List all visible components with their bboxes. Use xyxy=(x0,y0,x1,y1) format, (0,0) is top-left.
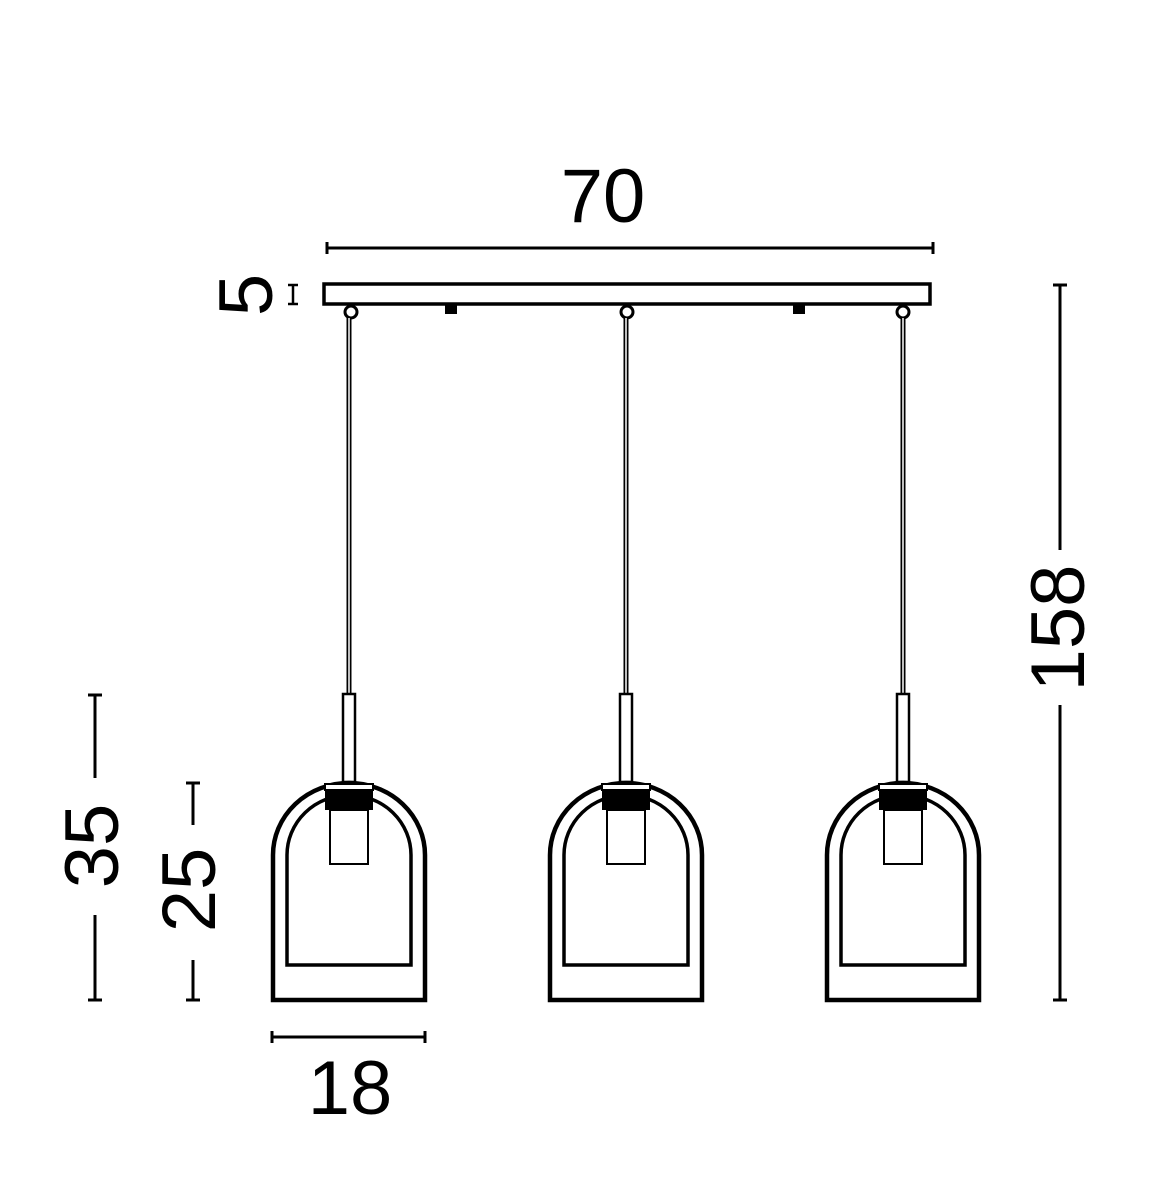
dimension-label-25: 25 xyxy=(147,848,232,933)
pendant-left xyxy=(273,318,425,1000)
dimension-shade-width-18: 18 xyxy=(270,1031,427,1131)
canopy xyxy=(322,282,932,320)
dimension-label-158: 158 xyxy=(1016,565,1101,692)
dimension-label-70: 70 xyxy=(561,154,646,239)
dimension-overall-height-158: 158 xyxy=(1016,283,1101,1002)
dimension-canopy-height-5: 5 xyxy=(204,274,298,316)
dimension-shade-height-35: 35 xyxy=(50,693,135,1002)
pendant-center xyxy=(550,318,702,1000)
screw-icon xyxy=(445,305,457,314)
pendant-right xyxy=(827,318,979,1000)
dimension-label-5: 5 xyxy=(204,274,289,316)
screw-icon xyxy=(793,305,805,314)
dimension-width-70: 70 xyxy=(325,154,935,254)
dimension-glass-height-25: 25 xyxy=(147,781,232,1002)
dimension-label-35: 35 xyxy=(50,804,135,889)
dimension-label-18: 18 xyxy=(308,1046,393,1131)
